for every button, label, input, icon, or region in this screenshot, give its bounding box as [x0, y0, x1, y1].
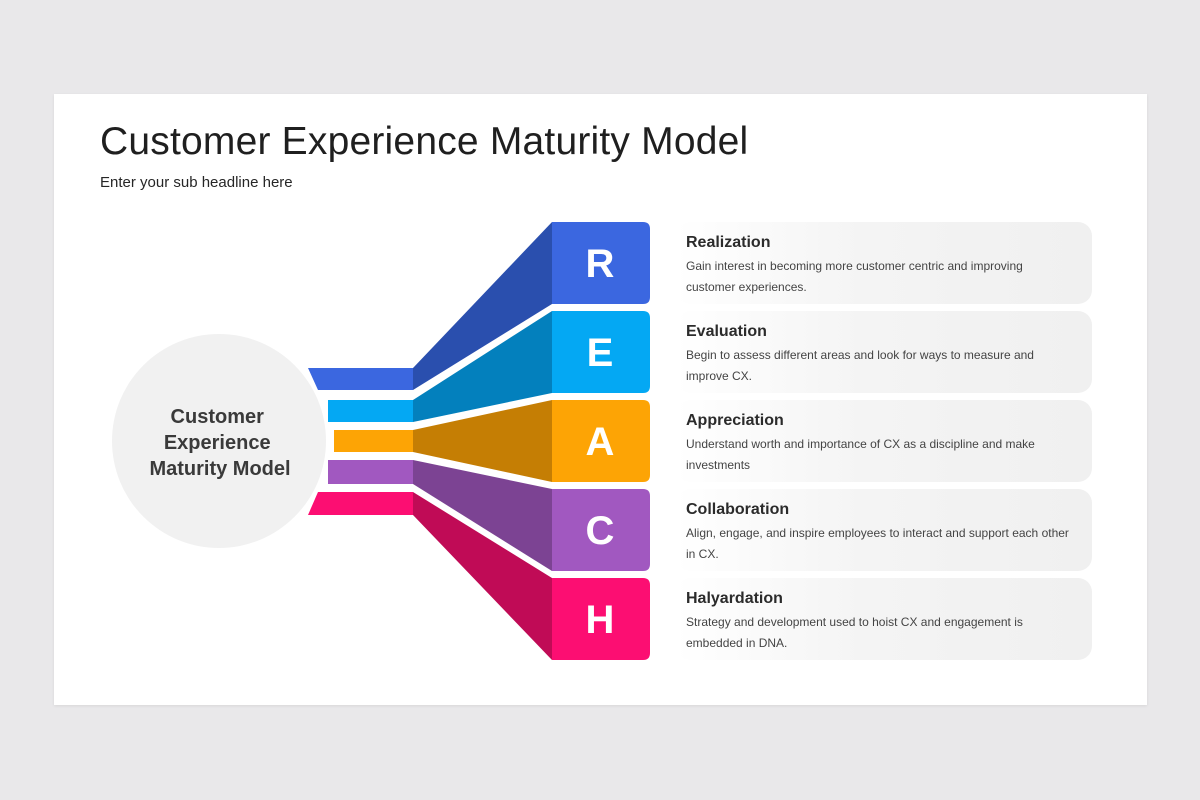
stage-card-realization: Realization Gain interest in becoming mo…: [676, 222, 1092, 304]
band-fan-h: [413, 492, 552, 660]
hub-label-line: Customer: [171, 406, 265, 428]
letter-block-a: A: [552, 400, 650, 482]
reach-diagram: Customer Experience Maturity Model R E A C H: [112, 222, 650, 660]
stage-title: Appreciation: [686, 412, 784, 429]
letter-block-e: E: [552, 311, 650, 393]
band-stub-r: [308, 368, 413, 390]
stage-letter-blocks: R E A C H: [552, 222, 650, 660]
stage-card-evaluation: Evaluation Begin to assess different are…: [676, 311, 1092, 393]
letter-block-r: R: [552, 222, 650, 304]
stage-card-appreciation: Appreciation Understand worth and import…: [676, 400, 1092, 482]
hub-circle: [112, 334, 326, 548]
stage-title: Halyardation: [686, 590, 783, 607]
band-stub-e: [328, 400, 413, 422]
stage-title: Realization: [686, 234, 771, 251]
hub-label-line: Experience: [164, 432, 271, 454]
stage-title: Collaboration: [686, 501, 790, 518]
band-fan-e: [413, 311, 552, 422]
stage-description: Align, engage, and inspire employees to …: [686, 526, 1069, 561]
stage-bands: [308, 222, 552, 660]
letter-block-c: C: [552, 489, 650, 571]
letter-block-bg: [552, 311, 650, 393]
stage-letter: C: [586, 509, 615, 553]
stage-letter: E: [587, 331, 614, 375]
letter-block-bg: [552, 489, 650, 571]
stage-description: Gain interest in becoming more customer …: [686, 259, 1023, 294]
stage-letter: R: [586, 242, 615, 286]
band-stub-c: [328, 460, 413, 484]
stage-title: Evaluation: [686, 323, 767, 340]
stage-description: Strategy and development used to hoist C…: [686, 615, 1023, 650]
stage-letter: A: [586, 420, 615, 464]
stage-card-collaboration: Collaboration Align, engage, and inspire…: [676, 489, 1092, 571]
letter-block-bg: [552, 222, 650, 304]
letter-block-bg: [552, 400, 650, 482]
band-fan-r: [413, 222, 552, 390]
slide-subtitle: Enter your sub headline here: [100, 174, 293, 191]
letter-block-h: H: [552, 578, 650, 660]
stage-card-halyardation: Halyardation Strategy and development us…: [676, 578, 1092, 660]
stage-letter: H: [586, 598, 615, 642]
band-fan-c: [413, 460, 552, 571]
slide: Customer Experience Maturity Model Enter…: [54, 94, 1147, 705]
slide-title: Customer Experience Maturity Model: [100, 120, 749, 163]
letter-block-bg: [552, 578, 650, 660]
stage-description: Understand worth and importance of CX as…: [686, 437, 1035, 472]
band-stub-h: [308, 492, 413, 515]
hub-label: Customer Experience Maturity Model: [149, 406, 290, 480]
hub-label-line: Maturity Model: [149, 458, 290, 480]
band-fan-a: [413, 400, 552, 482]
band-stub-a: [334, 430, 413, 452]
stage-description: Begin to assess different areas and look…: [686, 348, 1034, 383]
